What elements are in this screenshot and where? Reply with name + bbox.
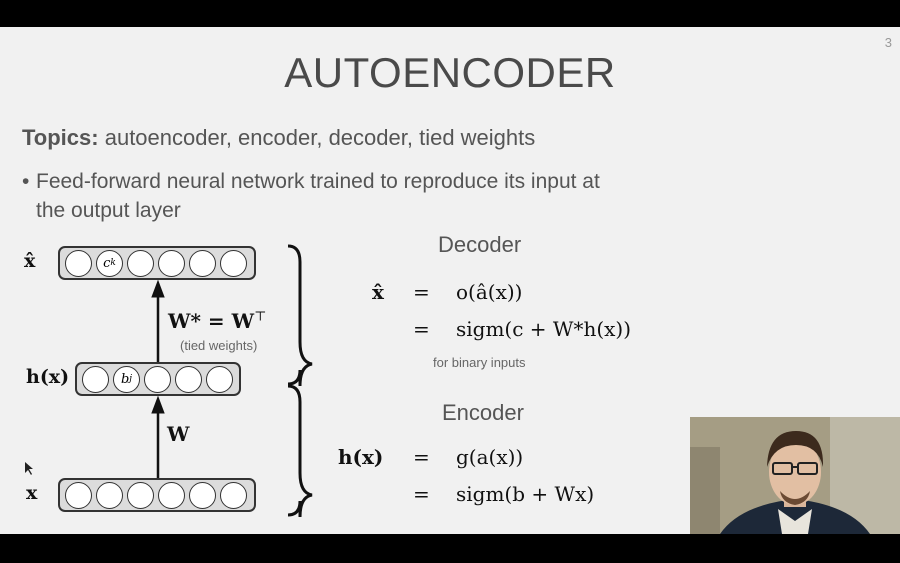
encoder-brace <box>287 384 313 518</box>
input-unit <box>127 481 154 509</box>
hidden-unit <box>175 365 202 393</box>
diagram-arrows-and-braces <box>151 244 313 518</box>
encoder-weight-label: W <box>167 422 190 446</box>
input-unit <box>189 481 216 509</box>
encoder-eq2-rhs: sigm(b + Wx) <box>456 482 595 506</box>
hidden-unit-subscript: j <box>129 374 133 384</box>
topics-line: Topics: autoencoder, encoder, decoder, t… <box>22 125 535 151</box>
encoder-eq1-rhs: g(a(x)) <box>456 445 524 469</box>
decoder-brace <box>287 244 313 387</box>
encoder-equals-2: = <box>413 482 430 506</box>
output-unit <box>220 249 247 277</box>
input-unit <box>158 481 185 509</box>
input-unit <box>96 481 123 509</box>
decoder-weight-sup: ⊤ <box>254 309 267 325</box>
input-unit <box>220 481 247 509</box>
input-layer <box>58 478 256 512</box>
topics-text: autoencoder, encoder, decoder, tied weig… <box>104 125 536 150</box>
bullet-line-2: the output layer <box>36 199 181 222</box>
slide: 3 AUTOENCODER Topics: autoencoder, encod… <box>0 27 900 534</box>
decoder-heading: Decoder <box>438 232 522 257</box>
webcam-overlay <box>690 417 900 534</box>
hidden-unit <box>206 365 233 393</box>
encoder-lhs: h(x) <box>338 445 384 469</box>
decoder-weight-text: W* = W <box>168 309 255 333</box>
hidden-unit <box>82 365 109 393</box>
bullet-dot-icon: • <box>22 170 30 193</box>
page-number: 3 <box>884 35 892 50</box>
output-unit-subscript: k <box>110 258 116 268</box>
decoder-eq1-rhs: o(â(x)) <box>456 280 523 304</box>
input-layer-label: x <box>26 482 38 504</box>
hidden-unit-label: b <box>120 371 130 387</box>
binary-inputs-note: for binary inputs <box>433 355 526 370</box>
output-unit <box>127 249 154 277</box>
tied-weights-note: (tied weights) <box>180 338 258 353</box>
decoder-equals-1: = <box>413 280 430 304</box>
input-unit <box>65 481 92 509</box>
encoder-heading: Encoder <box>442 400 524 425</box>
encoder-equals-1: = <box>413 445 430 469</box>
output-unit <box>189 249 216 277</box>
decoder-equals-2: = <box>413 317 430 341</box>
decoder-lhs: x̂ <box>372 280 384 304</box>
decoder-arrow-head-icon <box>151 279 165 298</box>
bullet-line-1: Feed-forward neural network trained to r… <box>36 170 600 193</box>
hidden-layer-label: h(x) <box>26 366 70 388</box>
slide-title: AUTOENCODER <box>284 49 616 96</box>
output-layer-label: x̂ <box>24 250 36 272</box>
encoder-arrow-head-icon <box>151 395 165 414</box>
bullet-point: • Feed-forward neural network trained to … <box>22 167 682 225</box>
output-unit-label: c <box>103 255 111 271</box>
hidden-unit <box>144 365 171 393</box>
decoder-eq2-rhs: sigm(c + W*h(x)) <box>456 317 632 341</box>
output-unit <box>65 249 92 277</box>
topics-label: Topics: <box>22 125 99 150</box>
mouse-cursor-icon <box>25 462 33 475</box>
presenter-video <box>690 417 900 534</box>
output-unit <box>158 249 185 277</box>
decoder-weight-label: W* = W⊤ <box>168 309 266 333</box>
